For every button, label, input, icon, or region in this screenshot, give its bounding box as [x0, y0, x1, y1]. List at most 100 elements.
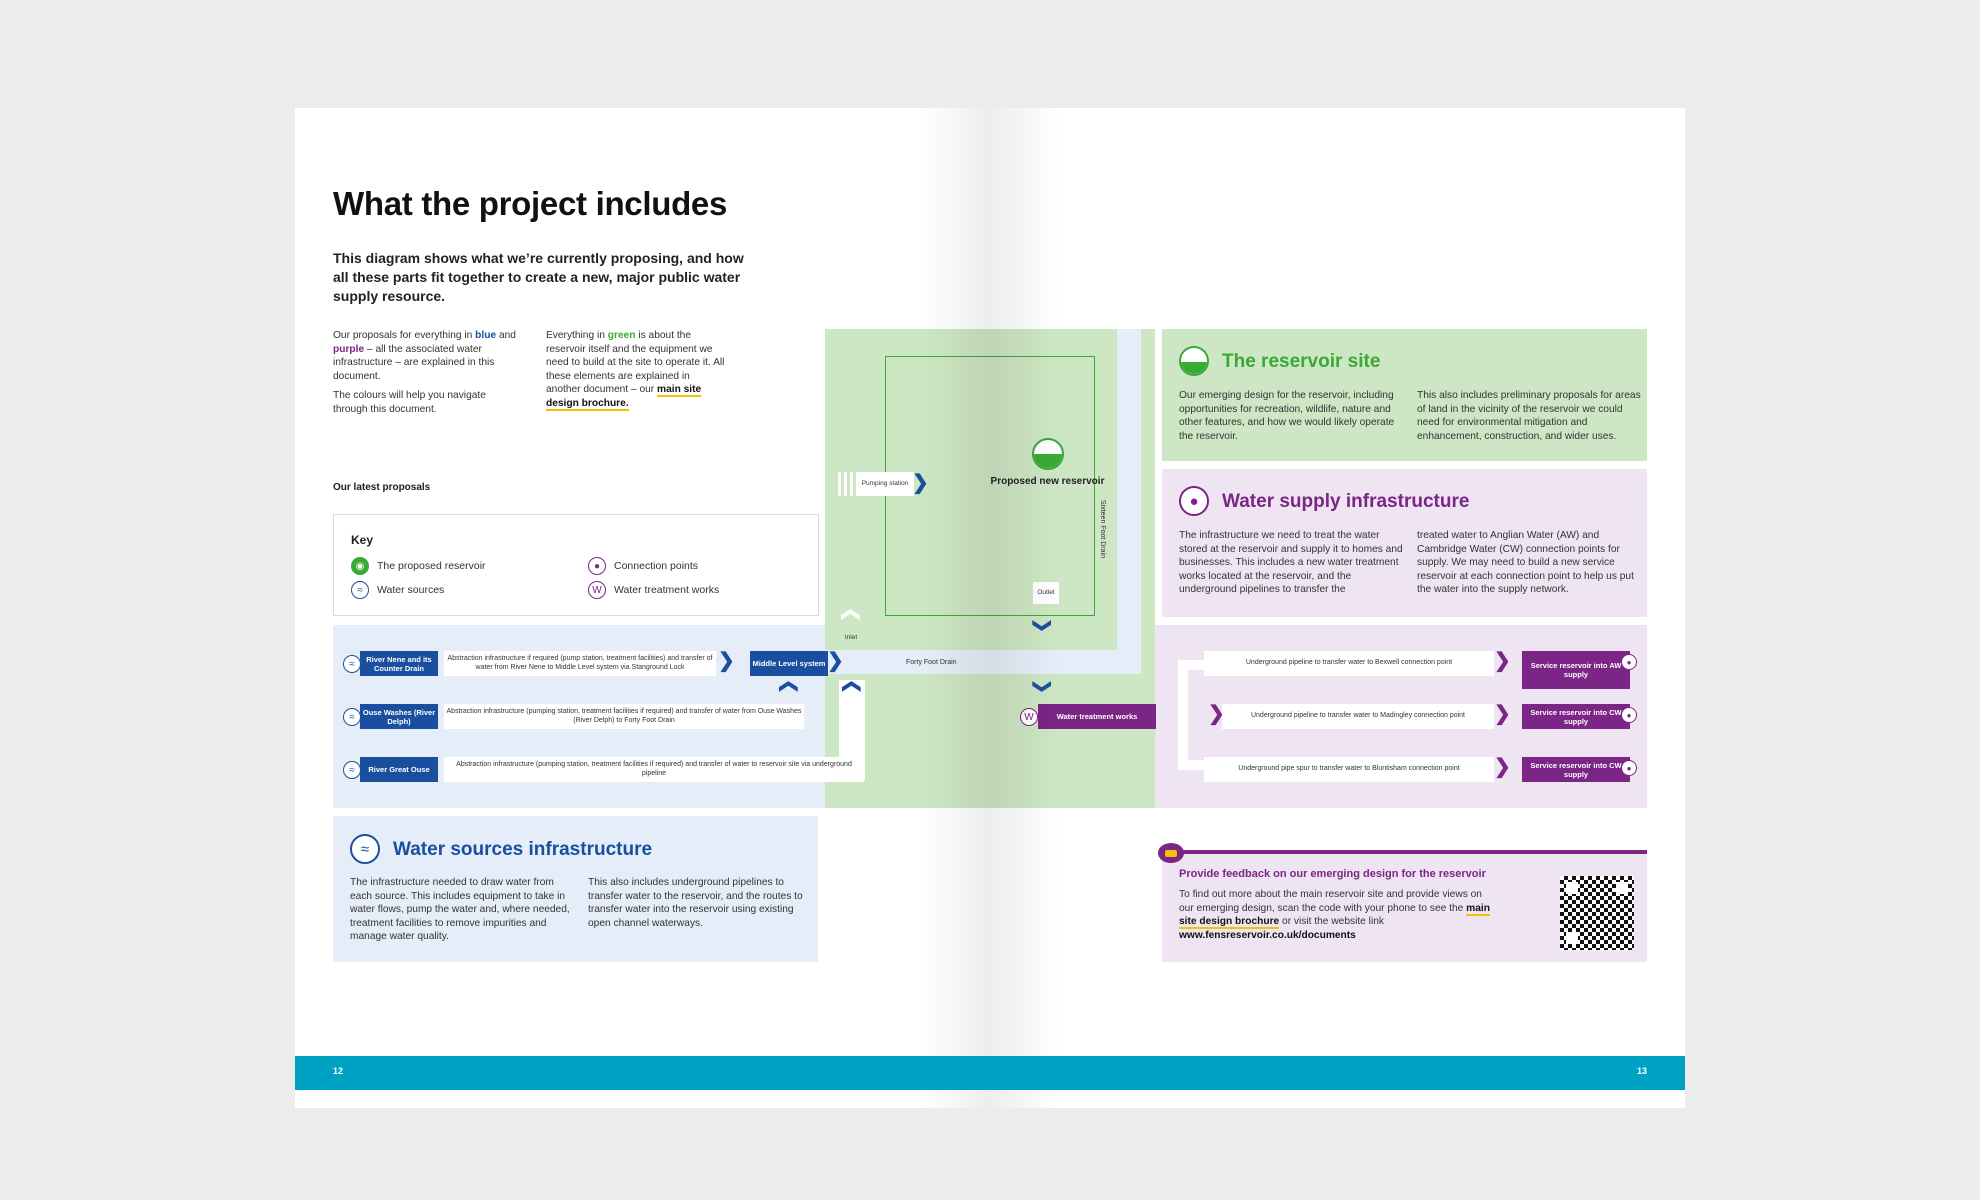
key-label: Water treatment works [614, 584, 720, 596]
reservoir-icon-water [1181, 362, 1207, 374]
water-supply-col-2: treated water to Anglian Water (AW) and … [1417, 530, 1634, 595]
drop-icon: ● [1621, 654, 1637, 670]
water-sources-title: Water sources infrastructure [393, 839, 653, 860]
drop-icon: ● [1179, 486, 1209, 516]
chevron-right-icon: ❯ [1494, 703, 1511, 725]
key-label: The proposed reservoir [377, 560, 486, 572]
col1-text-a: Our proposals for everything in [333, 330, 473, 341]
intro-col-2: Everything in green is about the reservo… [546, 329, 726, 411]
feedback-text-b: or visit the website link [1282, 916, 1384, 927]
service-reservoir-bexwell: Service reservoir into AW supply [1522, 651, 1630, 689]
col2-text-b: is about the reservoir itself and the eq… [546, 330, 725, 395]
col1-text-b: – all the associated water infrastructur… [333, 343, 495, 382]
speech-bubble-icon [1158, 843, 1184, 863]
source-pipe-nene: Abstraction infrastructure if required (… [444, 651, 716, 676]
chevron-up-icon: ❯ [839, 606, 860, 623]
key-label: Connection points [614, 560, 699, 572]
reservoir-icon: ◉ [351, 557, 369, 575]
col1-and-word: and [498, 330, 516, 341]
source-ouse-washes: Ouse Washes (River Delph) [360, 704, 438, 729]
drop-icon: ● [1621, 707, 1637, 723]
waves-icon: ≈ [343, 708, 361, 726]
right-footer-band [990, 1056, 1685, 1090]
drop-icon: ● [588, 557, 606, 575]
middle-level-system: Middle Level system [750, 651, 828, 676]
waves-icon: ≈ [351, 581, 369, 599]
col2-text-a: Everything in [546, 330, 605, 341]
reservoir-icon-water [1034, 454, 1062, 468]
chevron-right-icon: ❯ [1208, 703, 1225, 725]
left-footer-band [295, 1056, 990, 1090]
output-pipe-madingley: Underground pipeline to transfer water t… [1222, 704, 1494, 729]
right-page-number: 13 [1637, 1066, 1648, 1076]
speech-bubble-icon-inner [1165, 849, 1177, 857]
water-treatment-works: Water treatment works [1038, 704, 1156, 729]
key-item-reservoir: ◉ The proposed reservoir [351, 557, 486, 575]
key-label: Water sources [377, 584, 445, 596]
output-pipe-bluntisham: Underground pipe spur to transfer water … [1204, 757, 1494, 782]
chevron-up-icon: ❯ [777, 678, 798, 695]
feedback-brochure-link[interactable]: main site design brochure [1179, 902, 1490, 929]
main-site-brochure-link[interactable]: main site design brochure. [546, 384, 702, 411]
chevron-up-icon: ❯ [840, 678, 861, 695]
water-supply-col-1: The infrastructure we need to treat the … [1179, 530, 1403, 595]
qr-code[interactable] [1560, 876, 1634, 950]
chevron-down-icon: ❯ [1033, 678, 1054, 695]
reservoir-icon [1179, 346, 1209, 376]
water-supply-section: ● Water supply infrastructure The infras… [1162, 469, 1647, 617]
waves-icon: ≈ [343, 655, 361, 673]
reservoir-icon [1032, 438, 1064, 470]
w-icon: W [588, 581, 606, 599]
feedback-section: Provide feedback on our emerging design … [1158, 843, 1647, 962]
output-pipe-bexwell: Underground pipeline to transfer water t… [1204, 651, 1494, 676]
feedback-title: Provide feedback on our emerging design … [1179, 868, 1486, 880]
inlet-label: Inlet [844, 633, 858, 641]
w-icon: W [1020, 708, 1038, 726]
sixteen-foot-label: Sixteen Foot Drain [1099, 500, 1106, 558]
feedback-text: To find out more about the main reservoi… [1179, 888, 1499, 942]
wtw-branch-pipe [1178, 660, 1204, 770]
service-reservoir-madingley: Service reservoir into CW supply [1522, 704, 1630, 729]
key-title: Key [351, 533, 374, 547]
waves-icon: ≈ [343, 761, 361, 779]
key-item-water-sources: ≈ Water sources [351, 581, 444, 599]
source-pipe-ouse-washes: Abstraction infrastructure (pumping stat… [444, 704, 804, 729]
intro-col-1: Our proposals for everything in blue and… [333, 329, 518, 416]
chevron-right-icon: ❯ [718, 650, 735, 672]
key-item-connection-points: ● Connection points [588, 557, 698, 575]
source-pipe-great-ouse: Abstraction infrastructure (pumping stat… [444, 757, 864, 782]
pump-stripes [838, 472, 856, 496]
reservoir-site-col-1: Our emerging design for the reservoir, i… [1179, 390, 1395, 442]
reservoir-site-col-2: This also includes preliminary proposals… [1417, 390, 1641, 442]
pumping-station-label: Pumping station [856, 472, 914, 496]
outlet-label: Outlet [1033, 582, 1059, 604]
water-supply-title: Water supply infrastructure [1222, 491, 1470, 512]
feedback-text-a: To find out more about the main reservoi… [1179, 889, 1482, 914]
chevron-down-icon: ❯ [1033, 617, 1054, 634]
feedback-url[interactable]: www.fensreservoir.co.uk/documents [1179, 929, 1356, 941]
page-title: What the project includes [333, 185, 728, 222]
chevron-right-icon: ❯ [827, 650, 844, 672]
key-item-water-treatment: W Water treatment works [588, 581, 719, 599]
col1-text-c: The colours will help you navigate throu… [333, 390, 486, 415]
forty-foot-label: Forty Foot Drain [906, 659, 957, 666]
waves-icon: ≈ [350, 834, 380, 864]
sixteen-foot-drain [1117, 329, 1141, 674]
water-sources-col-1: The infrastructure needed to draw water … [350, 877, 570, 942]
col1-blue-word: blue [475, 330, 497, 341]
left-page-number: 12 [333, 1066, 344, 1076]
key-box: Key ◉ The proposed reservoir ≈ Water sourc… [333, 514, 819, 616]
reservoir-site-section: The reservoir site Our emerging design f… [1162, 329, 1647, 461]
reservoir-site-title: The reservoir site [1222, 351, 1381, 372]
water-sources-col-2: This also includes underground pipelines… [588, 877, 803, 929]
source-river-nene: River Nene and its Counter Drain [360, 651, 438, 676]
reservoir-label: Proposed new reservoir [990, 476, 1105, 487]
col2-green-word: green [607, 330, 636, 341]
service-reservoir-bluntisham: Service reservoir into CW supply [1522, 757, 1630, 782]
source-river-great-ouse: River Great Ouse [360, 757, 438, 782]
drop-icon: ● [1621, 760, 1637, 776]
chevron-right-icon: ❯ [1494, 650, 1511, 672]
latest-proposals-heading: Our latest proposals [333, 482, 431, 493]
forty-foot-drain [825, 650, 1141, 674]
water-sources-section: ≈ Water sources infrastructure The infra… [333, 816, 818, 962]
